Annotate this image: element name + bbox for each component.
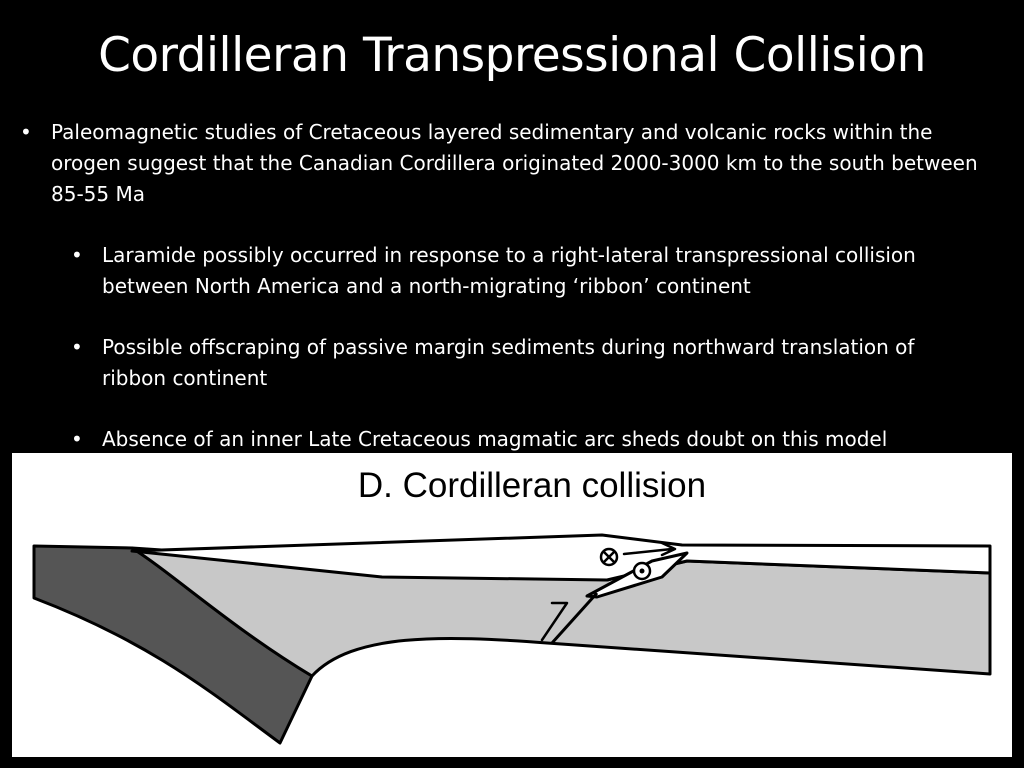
bullet-item-4: • Absence of an inner Late Cretaceous ma…: [71, 424, 982, 455]
figure-title: D. Cordilleran collision: [357, 466, 707, 505]
bullet-text: Absence of an inner Late Cretaceous magm…: [102, 427, 888, 451]
bullet-icon: •: [71, 427, 83, 451]
slide-title: Cordilleran Transpressional Collision: [98, 28, 926, 83]
cross-section-figure: D. Cordilleran collision: [12, 453, 1012, 757]
bullet-icon: •: [71, 243, 83, 267]
cross-section-diagram: [32, 533, 992, 745]
bullet-icon: •: [71, 335, 83, 359]
bullet-item-1: • Paleomagnetic studies of Cretaceous la…: [20, 117, 981, 210]
thrust-arrow: [622, 541, 677, 557]
into-page-icon: [599, 547, 619, 567]
bullet-icon: •: [20, 120, 32, 144]
bullet-item-3: • Possible offscraping of passive margin…: [71, 332, 982, 394]
bullet-text: Paleomagnetic studies of Cretaceous laye…: [51, 120, 978, 206]
bullet-text: Laramide possibly occurred in response t…: [102, 243, 916, 298]
fault-question-icon: [540, 601, 569, 642]
fault-line: [550, 591, 599, 645]
upper-wedge: [130, 533, 992, 582]
bullet-item-2: • Laramide possibly occurred in response…: [71, 240, 982, 302]
bullet-text: Possible offscraping of passive margin s…: [102, 335, 915, 390]
out-of-page-icon: [632, 561, 652, 581]
